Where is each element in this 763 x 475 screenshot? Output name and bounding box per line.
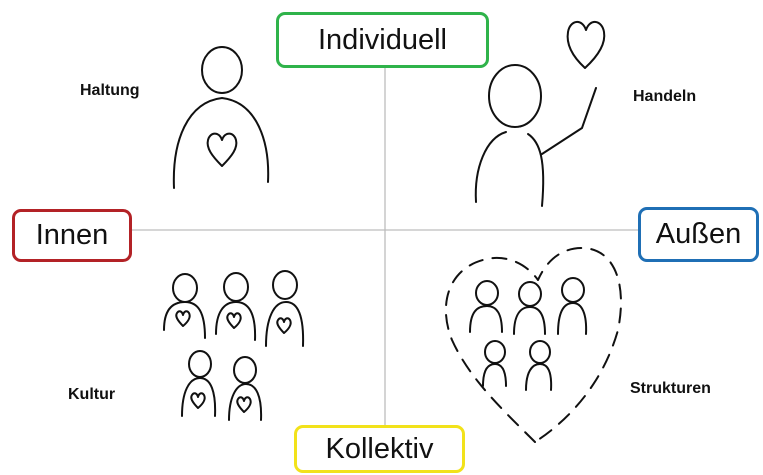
culture-group-icon [163, 270, 305, 421]
quadrant-label-top-right: Handeln [633, 88, 697, 105]
quadrant-label-bottom-left: Kultur [68, 386, 116, 403]
axis-label-left: Innen [12, 209, 132, 262]
person-with-heart-icon [172, 46, 270, 189]
structures-heart-icon [444, 247, 622, 443]
axis-label-left-text: Innen [35, 219, 109, 251]
quadrant-label-bottom-right: Strukturen [630, 380, 711, 397]
quadrant-label-top-left: Haltung [80, 82, 140, 99]
axis-label-bottom: Kollektiv [294, 425, 465, 473]
axis-label-top: Individuell [276, 12, 489, 68]
axis-label-right-text: Außen [655, 218, 742, 250]
person-acting-icon [474, 21, 606, 207]
axis-label-top-text: Individuell [318, 23, 447, 56]
axis-label-bottom-text: Kollektiv [325, 432, 434, 465]
axis-label-right: Außen [638, 207, 759, 262]
